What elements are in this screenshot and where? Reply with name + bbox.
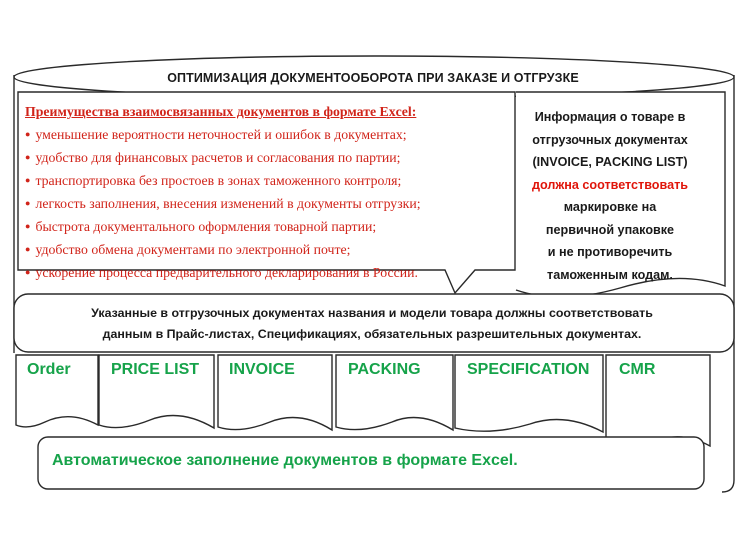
advantage-item: транспортировка без простоев в зонах там… [25, 169, 515, 192]
info-line: первичной упаковке [545, 222, 675, 237]
advantage-item: ускорение процесса предварительного декл… [25, 261, 515, 284]
info-line: Информация о товаре в [534, 110, 686, 124]
diagram-title: ОПТИМИЗАЦИЯ ДОКУМЕНТООБОРОТА ПРИ ЗАКАЗЕ … [167, 71, 579, 85]
doc-label-packing: PACKING [348, 361, 421, 378]
doc-shape-price-list [98, 354, 215, 430]
doc-shape-invoice [217, 354, 333, 432]
doc-shape-specification [454, 354, 604, 434]
advantage-item: быстрота документального оформления това… [25, 215, 515, 238]
info-text: Информация о товаре в отгрузочных докуме… [512, 106, 708, 286]
advantage-item: легкость заполнения, внесения изменений … [25, 192, 515, 215]
doc-shape-packing [335, 354, 454, 432]
footer-text: Автоматическое заполнение документов в ф… [52, 452, 518, 469]
advantage-item: удобство для финансовых расчетов и согла… [25, 146, 515, 169]
requirements-band [13, 293, 735, 353]
doc-label-order: Order [27, 361, 71, 378]
advantages-list: Преимущества взаимосвязанных документов … [25, 101, 515, 284]
info-line: отгрузочных документах [532, 132, 688, 147]
info-line: (INVOICE, PACKING LIST) [532, 155, 688, 169]
doc-label-cmr: CMR [619, 361, 656, 378]
info-line: и не противоречить [547, 245, 673, 259]
info-line-highlight: должна соответствовать [531, 177, 688, 192]
requirements-line: данным в Прайс-листах, Спецификациях, об… [102, 327, 642, 341]
footer-box [37, 436, 705, 490]
doc-label-invoice: INVOICE [229, 361, 295, 378]
advantages-heading: Преимущества взаимосвязанных документов … [25, 104, 417, 119]
advantage-item: уменьшение вероятности неточностей и оши… [25, 123, 515, 146]
doc-label-price-list: PRICE LIST [111, 361, 200, 378]
info-line: таможенным кодам. [547, 267, 673, 282]
doc-label-specification: SPECIFICATION [467, 361, 590, 378]
doc-shape-order [15, 354, 99, 428]
requirements-line: Указанные в отгрузочных документах назва… [91, 306, 653, 320]
requirements-text: Указанные в отгрузочных документах назва… [20, 303, 724, 345]
advantage-item: удобство обмена документами по электронн… [25, 238, 515, 261]
info-line: маркировке на [563, 200, 657, 214]
